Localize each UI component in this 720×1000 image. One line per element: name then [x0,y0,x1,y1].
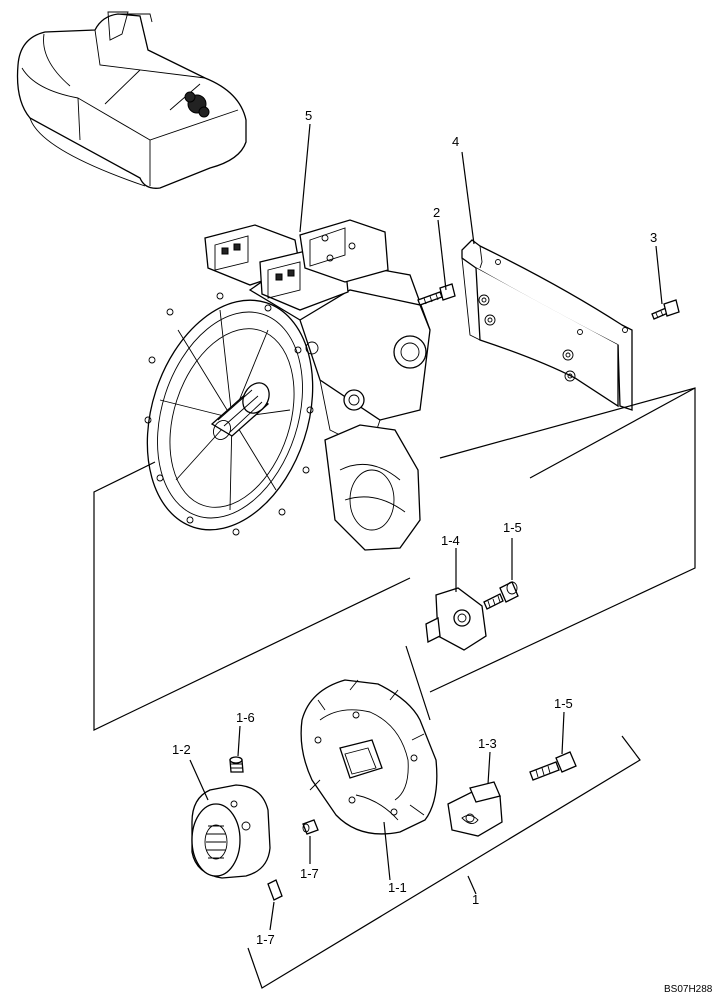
bolt-part-1-5-upper [483,581,519,610]
callout-3: 3 [650,230,657,245]
callout-4: 4 [452,134,459,149]
leader-lines [189,123,663,931]
coupling-hub-part-1-4 [425,587,487,651]
machine-locator-icon [16,11,247,189]
assembly-bracket-lines [93,387,696,989]
pin-part-1-7-mid [302,819,319,835]
bolt-part-2 [417,283,456,306]
callout-1-5-bottom: 1-5 [554,696,573,711]
callout-1-4: 1-4 [441,533,460,548]
drawing-code: BS07H288 [664,984,713,995]
bolt-part-1-5-lower [529,751,577,781]
callout-1-3: 1-3 [478,736,497,751]
coupling-clamp-part-1-3 [447,781,503,837]
hydraulic-pump-assembly [144,219,431,551]
callout-2: 2 [433,205,440,220]
flexible-coupling-element [300,679,438,835]
callout-1-1: 1-1 [388,880,407,895]
coupling-hub-part-1-2 [191,784,271,879]
callout-1-6: 1-6 [236,710,255,725]
callout-1-7-mid: 1-7 [300,866,319,881]
callout-1: 1 [472,892,479,907]
callout-1-5-top: 1-5 [503,520,522,535]
callout-1-7-bottom: 1-7 [256,932,275,947]
callout-5: 5 [305,108,312,123]
bolt-part-3 [651,299,680,320]
callout-1-2: 1-2 [172,742,191,757]
mounting-bracket-plate [461,239,633,411]
pin-part-1-7-bottom [267,879,283,901]
set-screw-part-1-6 [229,756,244,773]
